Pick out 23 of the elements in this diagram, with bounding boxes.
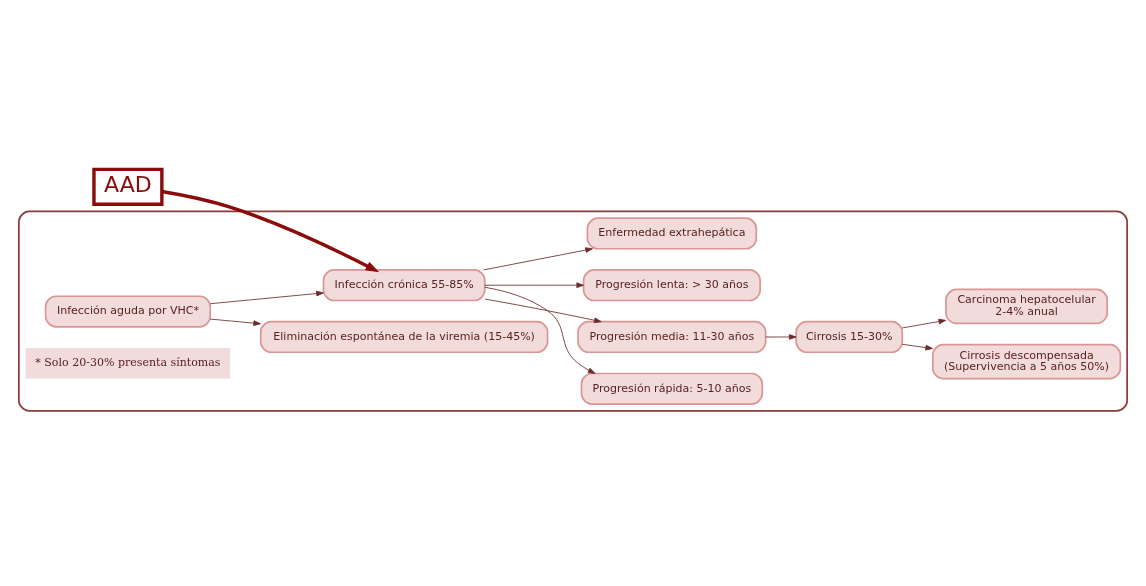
node-box: Carcinoma hepatocelular 2-4% anual <box>945 288 1109 324</box>
arrow <box>901 343 933 350</box>
node-box: Infección crónica 55-85% <box>322 268 486 301</box>
node-box: Progresión media: 11-30 años <box>577 320 767 353</box>
arrow <box>209 318 261 326</box>
node-box: Cirrosis descompensada (Supervivencia a 5 años 50%) <box>931 343 1122 379</box>
label: * Solo 20-30% presenta síntomas <box>35 355 221 369</box>
arrow <box>484 298 602 323</box>
node-box: Cirrosis 15-30% <box>795 320 904 353</box>
arrow <box>765 333 797 340</box>
node-box: Eliminación espontánea de la viremia (15-45%) <box>259 320 549 353</box>
arrow <box>483 246 593 270</box>
cluster <box>18 210 1128 412</box>
node-box: Progresión lenta: > 30 años <box>582 268 761 301</box>
node-box: Progresión rápida: 5-10 años <box>580 372 764 405</box>
node-box: Infección aguda por VHC* <box>44 294 212 328</box>
arrow <box>209 290 324 304</box>
arrow <box>901 318 947 328</box>
node-box: AAD <box>92 167 164 206</box>
arrow <box>484 286 596 374</box>
arrow <box>161 189 380 272</box>
arrow <box>484 281 584 288</box>
node-box: Enfermedad extrahepática <box>586 216 758 250</box>
